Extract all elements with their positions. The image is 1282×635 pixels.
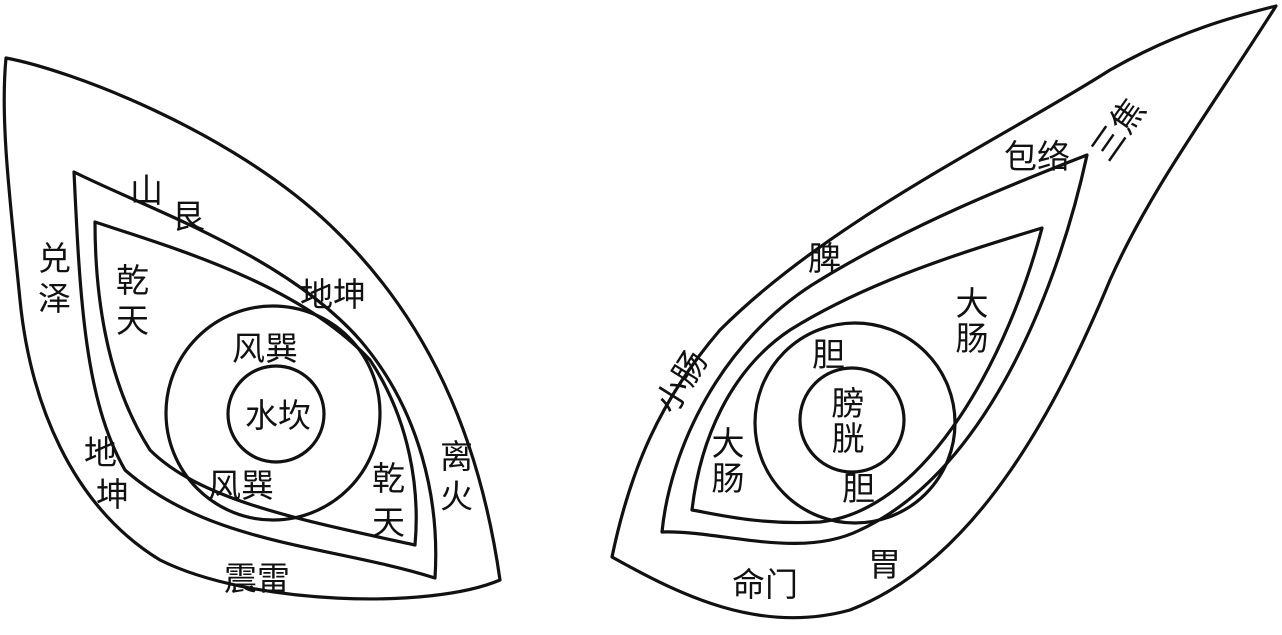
label-da-chang-top: 大肠 [950, 286, 989, 356]
label-qian-top: 乾 [116, 261, 149, 300]
label-ming-men: 命门 [732, 565, 798, 604]
right-eye-pupil-circle [798, 366, 906, 474]
label-shui-kan: 水坎 [245, 396, 311, 435]
label-qian-bottom: 乾 [372, 459, 405, 498]
label-huo: 火 [440, 477, 473, 516]
label-ze: 泽 [38, 279, 71, 318]
label-feng-xun-bottom: 风巽 [208, 466, 274, 505]
label-dan-bottom: 胆 [842, 469, 875, 508]
right-eye-drawing [610, 4, 1278, 620]
label-pi: 脾 [808, 239, 841, 278]
label-da-chang-left: 大肠 [706, 426, 745, 496]
left-eye-inner-outline [93, 220, 418, 547]
label-gen: 艮 [172, 197, 205, 236]
label-feng-xun-top: 风巽 [232, 329, 298, 368]
left-eye-middle-outline [72, 170, 438, 580]
right-eye-iris-circle [753, 321, 957, 525]
label-di-bottom: 地 [84, 433, 117, 472]
label-kun-bottom: 坤 [96, 475, 129, 514]
label-wei: 胃 [868, 545, 901, 584]
left-eye-drawing [2, 56, 502, 601]
label-dan-top: 胆 [812, 335, 845, 374]
right-eye-outer-outline [610, 4, 1278, 620]
label-di-kun-top: 地坤 [300, 275, 366, 314]
label-tian-bottom: 天 [372, 503, 405, 542]
label-tian-top: 天 [116, 301, 149, 340]
label-dui: 兑 [38, 239, 71, 278]
left-eye-iris-circle [164, 304, 382, 522]
label-pang-guang: 膀胱 [826, 386, 865, 456]
label-bao-luo: 包络 [1004, 137, 1070, 176]
label-zhen-lei: 震雷 [224, 559, 290, 598]
label-shan: 山 [130, 171, 163, 210]
label-li: 离 [440, 437, 473, 476]
left-eye-outer-outline [2, 56, 502, 601]
left-eye-pupil-circle [226, 364, 326, 464]
right-eye-inner-outline [690, 226, 1044, 525]
right-eye-middle-outline [660, 153, 1089, 546]
